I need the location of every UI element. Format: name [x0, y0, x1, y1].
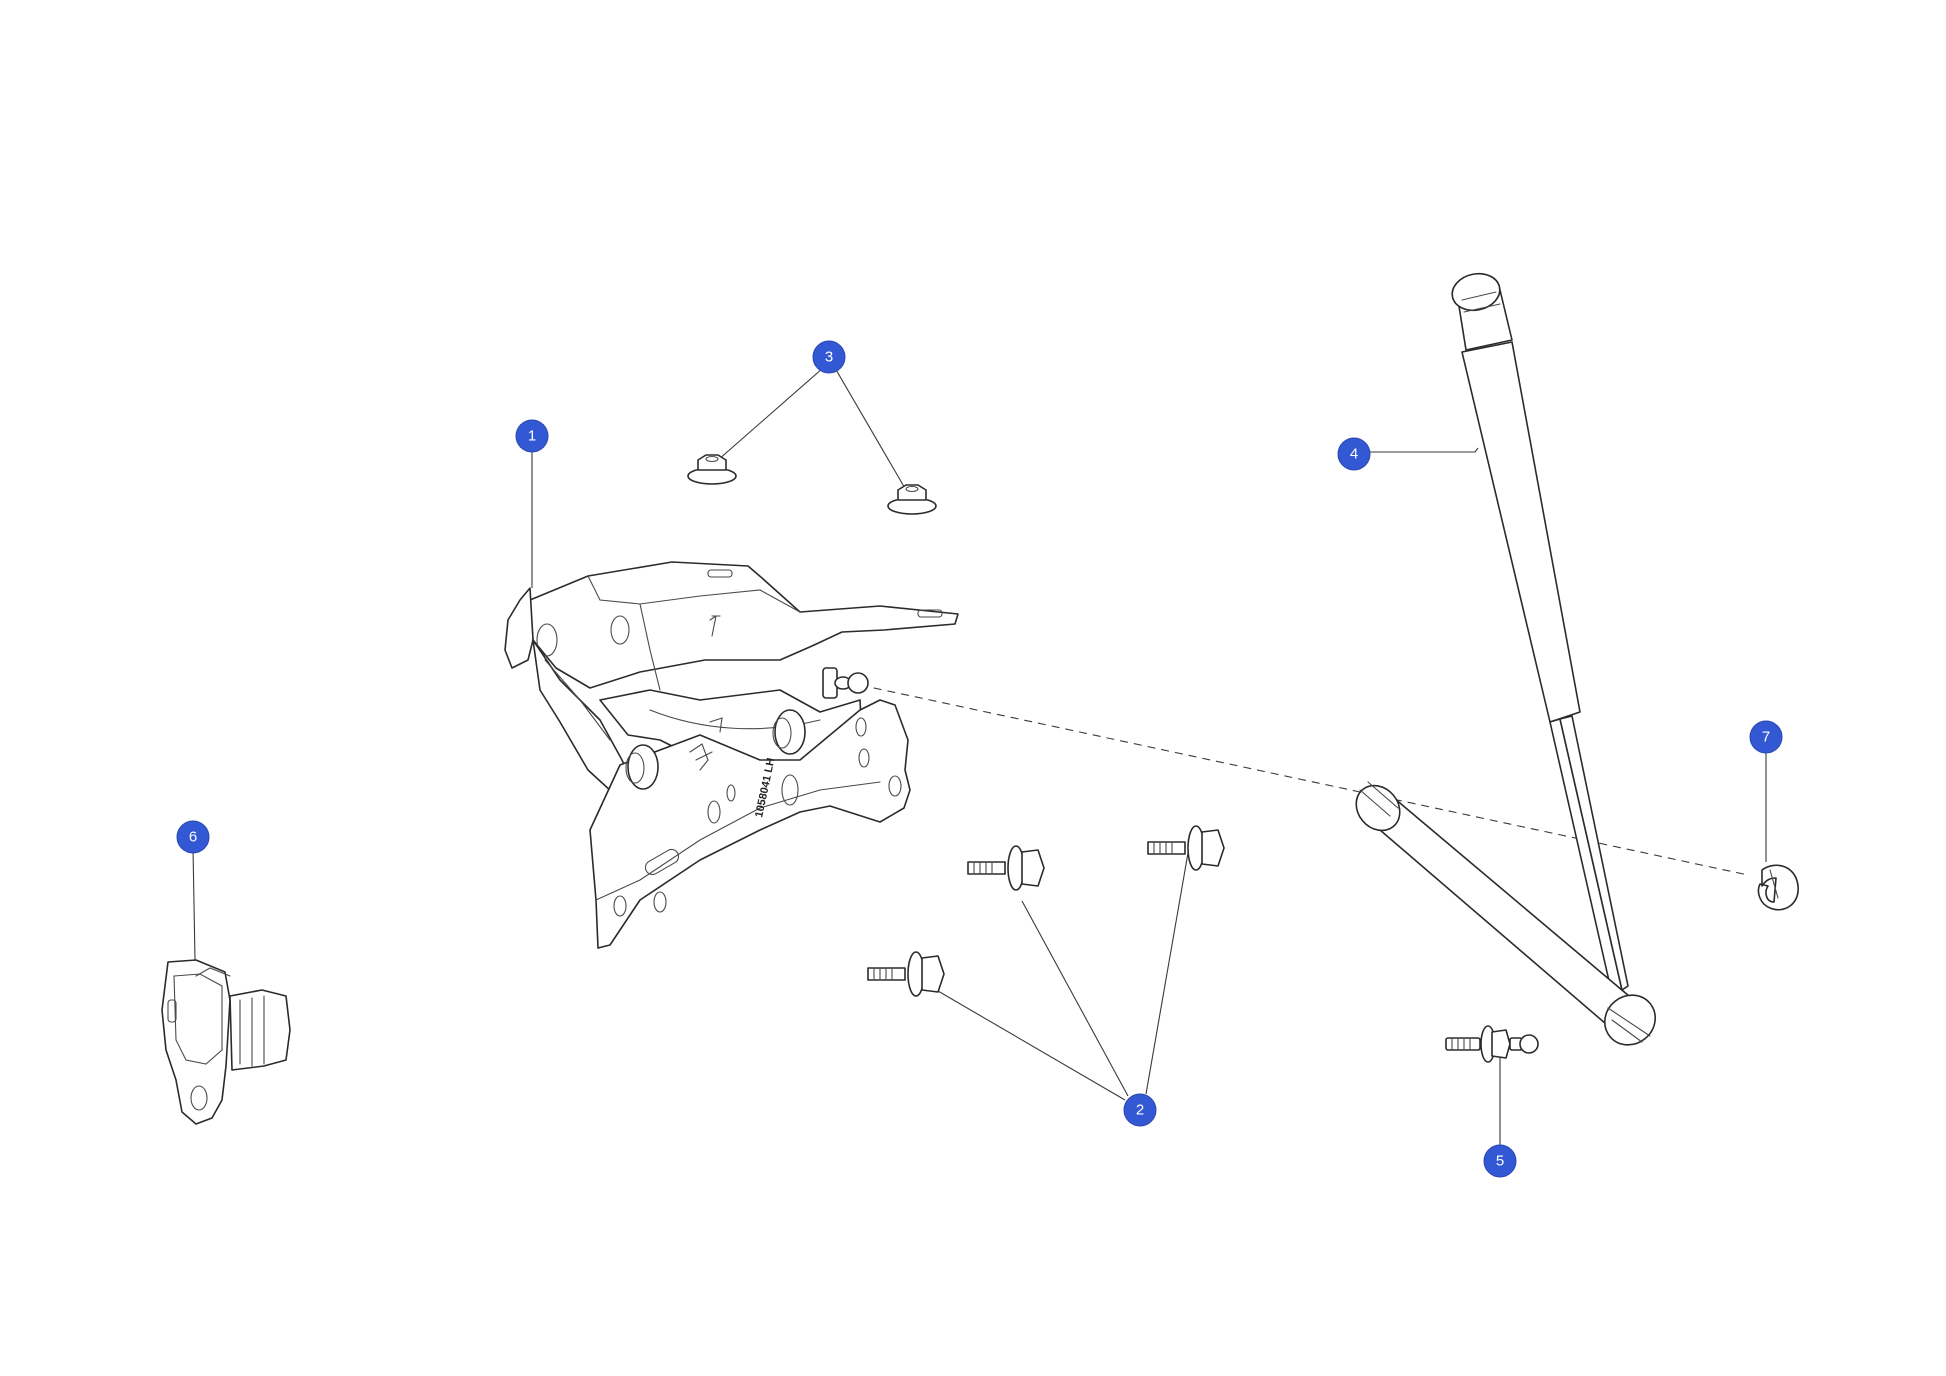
callout-3-label: 3 [825, 349, 833, 366]
flange-nut-a [687, 454, 737, 485]
callout-1-label: 1 [528, 428, 536, 445]
ball-stud [1445, 1025, 1539, 1063]
retaining-clip [1757, 864, 1799, 911]
callout-1[interactable]: 1 [515, 419, 549, 453]
callout-3[interactable]: 3 [812, 340, 846, 374]
callout-7-label: 7 [1762, 729, 1770, 746]
gas-strut [1355, 272, 1656, 1046]
flange-nut-b [887, 484, 937, 515]
callout-6-label: 6 [189, 829, 197, 846]
callout-2[interactable]: 2 [1123, 1093, 1157, 1127]
callout-4-label: 4 [1350, 446, 1358, 463]
hinge-assembly: 1058041 LH [504, 561, 959, 949]
callout-4[interactable]: 4 [1337, 437, 1371, 471]
callout-7[interactable]: 7 [1749, 720, 1783, 754]
clip-connector [161, 959, 291, 1125]
leader-lines [192, 367, 1767, 1160]
flange-bolt-b [967, 845, 1045, 891]
callout-6[interactable]: 6 [176, 820, 210, 854]
callout-5[interactable]: 5 [1483, 1144, 1517, 1178]
flange-bolt-c [1147, 825, 1225, 871]
callout-5-label: 5 [1496, 1153, 1504, 1170]
callout-2-label: 2 [1136, 1102, 1144, 1119]
flange-bolt-a [867, 951, 945, 997]
